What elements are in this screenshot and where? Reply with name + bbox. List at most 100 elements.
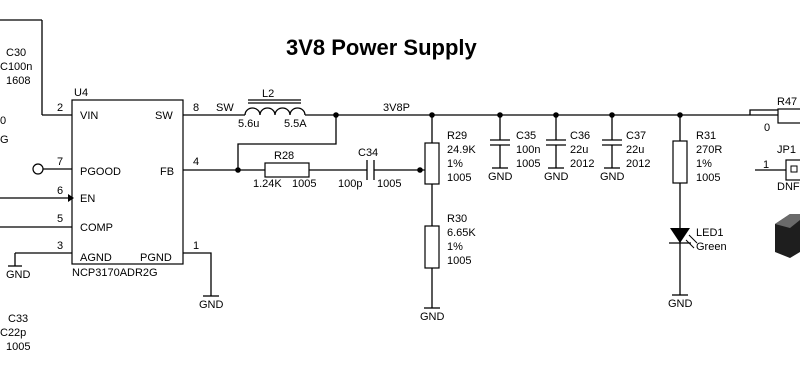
u4-part: NCP3170ADR2G xyxy=(72,267,158,279)
r30-ground: GND xyxy=(420,307,445,323)
c37-size: 2012 xyxy=(626,158,650,170)
pin-sw-num: 8 xyxy=(193,102,199,114)
pgnd-ground-label: GND xyxy=(199,299,224,311)
r31-tolerance: 1% xyxy=(696,158,712,170)
c33-group: C33 C22p 1005 xyxy=(0,313,30,353)
r31-ref: R31 xyxy=(696,130,716,142)
rail-3v8p-label: 3V8P xyxy=(383,102,410,114)
c36-size: 2012 xyxy=(570,158,594,170)
r31-resistor: R31 270R 1% 1005 xyxy=(672,130,722,184)
l2-ref: L2 xyxy=(262,88,274,100)
jumper-cap-highlight xyxy=(775,214,800,228)
c30-size: 1608 xyxy=(6,75,30,87)
c33-size: 1005 xyxy=(6,341,30,353)
led-icon xyxy=(670,228,690,243)
r29-resistor: R29 24.9K 1% 1005 xyxy=(424,130,476,185)
pin-pgnd-line xyxy=(183,252,212,296)
jp1-pin-number: 1 xyxy=(763,159,769,171)
l2-current: 5.5A xyxy=(284,118,307,130)
r31-size: 1005 xyxy=(696,172,720,184)
capacitor-gap xyxy=(542,140,570,145)
pgood-net-partial-label: G xyxy=(0,134,9,146)
schematic-title: 3V8 Power Supply xyxy=(286,35,477,60)
c30-ref: C30 xyxy=(6,47,26,59)
c36-capacitor: GND C36 22u 2012 xyxy=(542,115,594,183)
pin-vin-name: VIN xyxy=(80,110,98,122)
c37-ref: C37 xyxy=(626,130,646,142)
pin-pgnd-name: PGND xyxy=(140,252,172,264)
c35-value: 100n xyxy=(516,144,540,156)
pgood-test-point xyxy=(32,163,44,175)
junction-dot xyxy=(235,167,241,173)
pin-agnd-name: AGND xyxy=(80,252,112,264)
r30-ref: R30 xyxy=(447,213,467,225)
c37-ground-label: GND xyxy=(600,171,625,183)
c30-group: C30 C100n 1608 xyxy=(0,19,43,115)
resistor-icon xyxy=(777,108,800,124)
pin-pgnd-num: 1 xyxy=(193,240,199,252)
c34-size: 1005 xyxy=(377,178,401,190)
pgnd-ground: GND xyxy=(199,295,224,311)
pin-pgood-num: 7 xyxy=(57,156,63,168)
pin-comp-name: COMP xyxy=(80,222,113,234)
r30-ground-label: GND xyxy=(420,311,445,323)
pin-vin-num: 2 xyxy=(57,102,63,114)
pin-fb-name: FB xyxy=(160,166,174,178)
r29-tolerance: 1% xyxy=(447,158,463,170)
l2-inductor: L2 5.6u 5.5A xyxy=(238,88,307,130)
u4-body xyxy=(71,99,184,265)
r47-ref: R47 xyxy=(777,96,797,108)
jp1-jumper: JP1 1 DNF xyxy=(755,144,800,258)
resistor-icon xyxy=(424,142,440,185)
junction-dot xyxy=(417,167,423,173)
c30-value: C100n xyxy=(0,61,32,73)
pin-en-num: 6 xyxy=(57,185,63,197)
r30-value: 6.65K xyxy=(447,227,476,239)
resistor-icon xyxy=(672,140,688,184)
c35-ref: C35 xyxy=(516,130,536,142)
sw-net-label: SW xyxy=(216,102,234,114)
jp1-ref: JP1 xyxy=(777,144,796,156)
led-emission-arrow-icon xyxy=(688,234,698,244)
c35-size: 1005 xyxy=(516,158,540,170)
r30-resistor: R30 6.65K 1% 1005 xyxy=(424,213,476,269)
led-emission-arrow-icon xyxy=(685,239,695,249)
c35-capacitor: GND C35 100n 1005 xyxy=(486,115,540,183)
r31-value: 270R xyxy=(696,144,722,156)
capacitor-gap xyxy=(367,160,374,180)
r29-value: 24.9K xyxy=(447,144,476,156)
r30-size: 1005 xyxy=(447,255,471,267)
pin-comp-num: 5 xyxy=(57,213,63,225)
c37-value: 22u xyxy=(626,144,644,156)
pin-pgood-name: PGOOD xyxy=(80,166,121,178)
jp1-pad-icon xyxy=(790,165,798,173)
resistor-icon xyxy=(264,162,310,178)
led-ground: GND xyxy=(668,294,693,310)
c35-ground-label: GND xyxy=(488,171,513,183)
r28-value: 1.24K xyxy=(253,178,282,190)
led1-diode: LED1 Green xyxy=(669,227,727,253)
en-arrow-icon xyxy=(68,194,74,202)
c33-ref: C33 xyxy=(8,313,28,325)
pin-sw-name: SW xyxy=(155,110,173,122)
r28-size: 1005 xyxy=(292,178,316,190)
c37-capacitor: GND C37 22u 2012 xyxy=(598,115,650,183)
capacitor-gap xyxy=(598,140,626,145)
jp1-note: DNF xyxy=(777,181,800,193)
led1-ref: LED1 xyxy=(696,227,724,239)
inductor-icon xyxy=(244,107,306,116)
led1-color: Green xyxy=(696,241,727,253)
c34-capacitor: C34 100p 1005 xyxy=(338,147,401,190)
c33-value: C22p xyxy=(0,327,26,339)
r47-value: 0 xyxy=(764,122,770,134)
pin-agnd-num: 3 xyxy=(57,240,63,252)
feedback-wire xyxy=(237,115,337,170)
agnd-ground: GND xyxy=(6,253,31,281)
r29-ref: R29 xyxy=(447,130,467,142)
l2-value: 5.6u xyxy=(238,118,259,130)
pin-fb-num: 4 xyxy=(193,156,199,168)
u4-ic: U4 NCP3170ADR2G 2 VIN 7 PGOOD 6 EN 5 COM… xyxy=(0,87,432,296)
c36-ground-label: GND xyxy=(544,171,569,183)
r30-tolerance: 1% xyxy=(447,241,463,253)
